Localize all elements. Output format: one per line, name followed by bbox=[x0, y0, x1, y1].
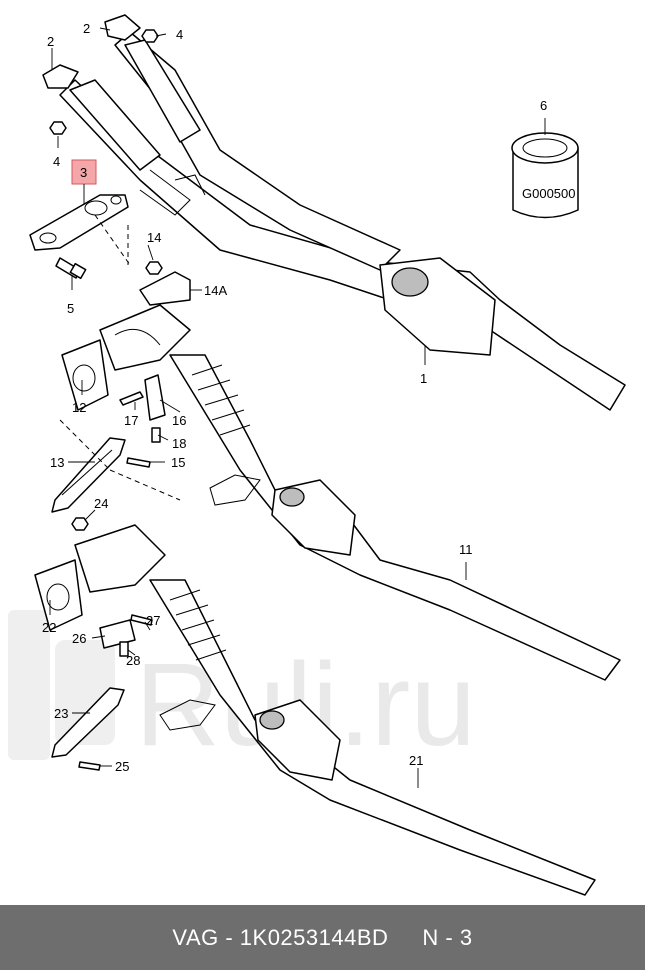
flex-pipe-21[interactable] bbox=[149, 579, 596, 896]
nut-14[interactable] bbox=[145, 261, 163, 275]
bolt-17[interactable] bbox=[119, 391, 144, 406]
callout-13: 13 bbox=[50, 455, 64, 470]
footer-ref: N - 3 bbox=[422, 924, 473, 950]
callout-24: 24 bbox=[94, 496, 108, 511]
gasket-flange[interactable] bbox=[29, 194, 129, 251]
bolt-27[interactable] bbox=[130, 614, 153, 626]
mount-plate-13[interactable] bbox=[51, 437, 126, 513]
manifold-12[interactable] bbox=[61, 304, 191, 411]
callout-4b: 4 bbox=[53, 154, 60, 169]
footer-bar: VAG - 1K0253144BD N - 3 bbox=[0, 905, 645, 970]
sleeve-part-6[interactable]: G000500 bbox=[511, 132, 579, 219]
callout-17: 17 bbox=[124, 413, 138, 428]
callout-23: 23 bbox=[54, 706, 68, 721]
callout-2b: 2 bbox=[47, 34, 54, 49]
product-label: G000500 bbox=[522, 186, 576, 201]
callout-14A: 14A bbox=[204, 283, 227, 298]
callout-12: 12 bbox=[72, 400, 86, 415]
exhaust-parts-diagram: Ruli.ru G000500 bbox=[8, 14, 626, 896]
heat-shield-14A[interactable] bbox=[139, 271, 191, 306]
callout-labels: 1 2 2 3 4 4 5 6 11 12 13 14 14A 15 16 17… bbox=[42, 21, 547, 774]
callout-2a: 2 bbox=[83, 21, 90, 36]
callout-26: 26 bbox=[72, 631, 86, 646]
callout-1: 1 bbox=[420, 371, 427, 386]
flex-pipe-11[interactable] bbox=[169, 354, 621, 681]
callout-27: 27 bbox=[146, 613, 160, 628]
manifold-22[interactable] bbox=[34, 524, 166, 631]
callout-21: 21 bbox=[409, 753, 423, 768]
bracket-16[interactable] bbox=[144, 374, 166, 421]
callout-22: 22 bbox=[42, 620, 56, 635]
callout-4a: 4 bbox=[176, 27, 183, 42]
callout-18: 18 bbox=[172, 436, 186, 451]
callout-16: 16 bbox=[172, 413, 186, 428]
callout-25: 25 bbox=[115, 759, 129, 774]
callout-5: 5 bbox=[67, 301, 74, 316]
nut-4-top[interactable] bbox=[141, 29, 159, 43]
footer-part-number: VAG - 1K0253144BD bbox=[172, 924, 389, 950]
mount-plate-23[interactable] bbox=[51, 687, 125, 758]
callout-6: 6 bbox=[540, 98, 547, 113]
callout-28: 28 bbox=[126, 653, 140, 668]
nut-24[interactable] bbox=[71, 517, 89, 531]
leader-lines bbox=[49, 27, 546, 788]
flange-top[interactable] bbox=[42, 14, 141, 89]
nut-4-left[interactable] bbox=[49, 121, 67, 135]
callout-14: 14 bbox=[147, 230, 161, 245]
bolt-15[interactable] bbox=[126, 457, 151, 468]
callout-11: 11 bbox=[459, 542, 473, 557]
bracket-26[interactable] bbox=[99, 619, 136, 649]
exhaust-pipe-1[interactable] bbox=[59, 31, 626, 411]
bolt-28[interactable] bbox=[119, 641, 129, 657]
callout-3: 3 bbox=[80, 165, 87, 180]
bolt-25[interactable] bbox=[78, 761, 101, 771]
bolt-18[interactable] bbox=[151, 427, 161, 443]
callout-15: 15 bbox=[171, 455, 185, 470]
bolt-5[interactable] bbox=[55, 257, 87, 280]
